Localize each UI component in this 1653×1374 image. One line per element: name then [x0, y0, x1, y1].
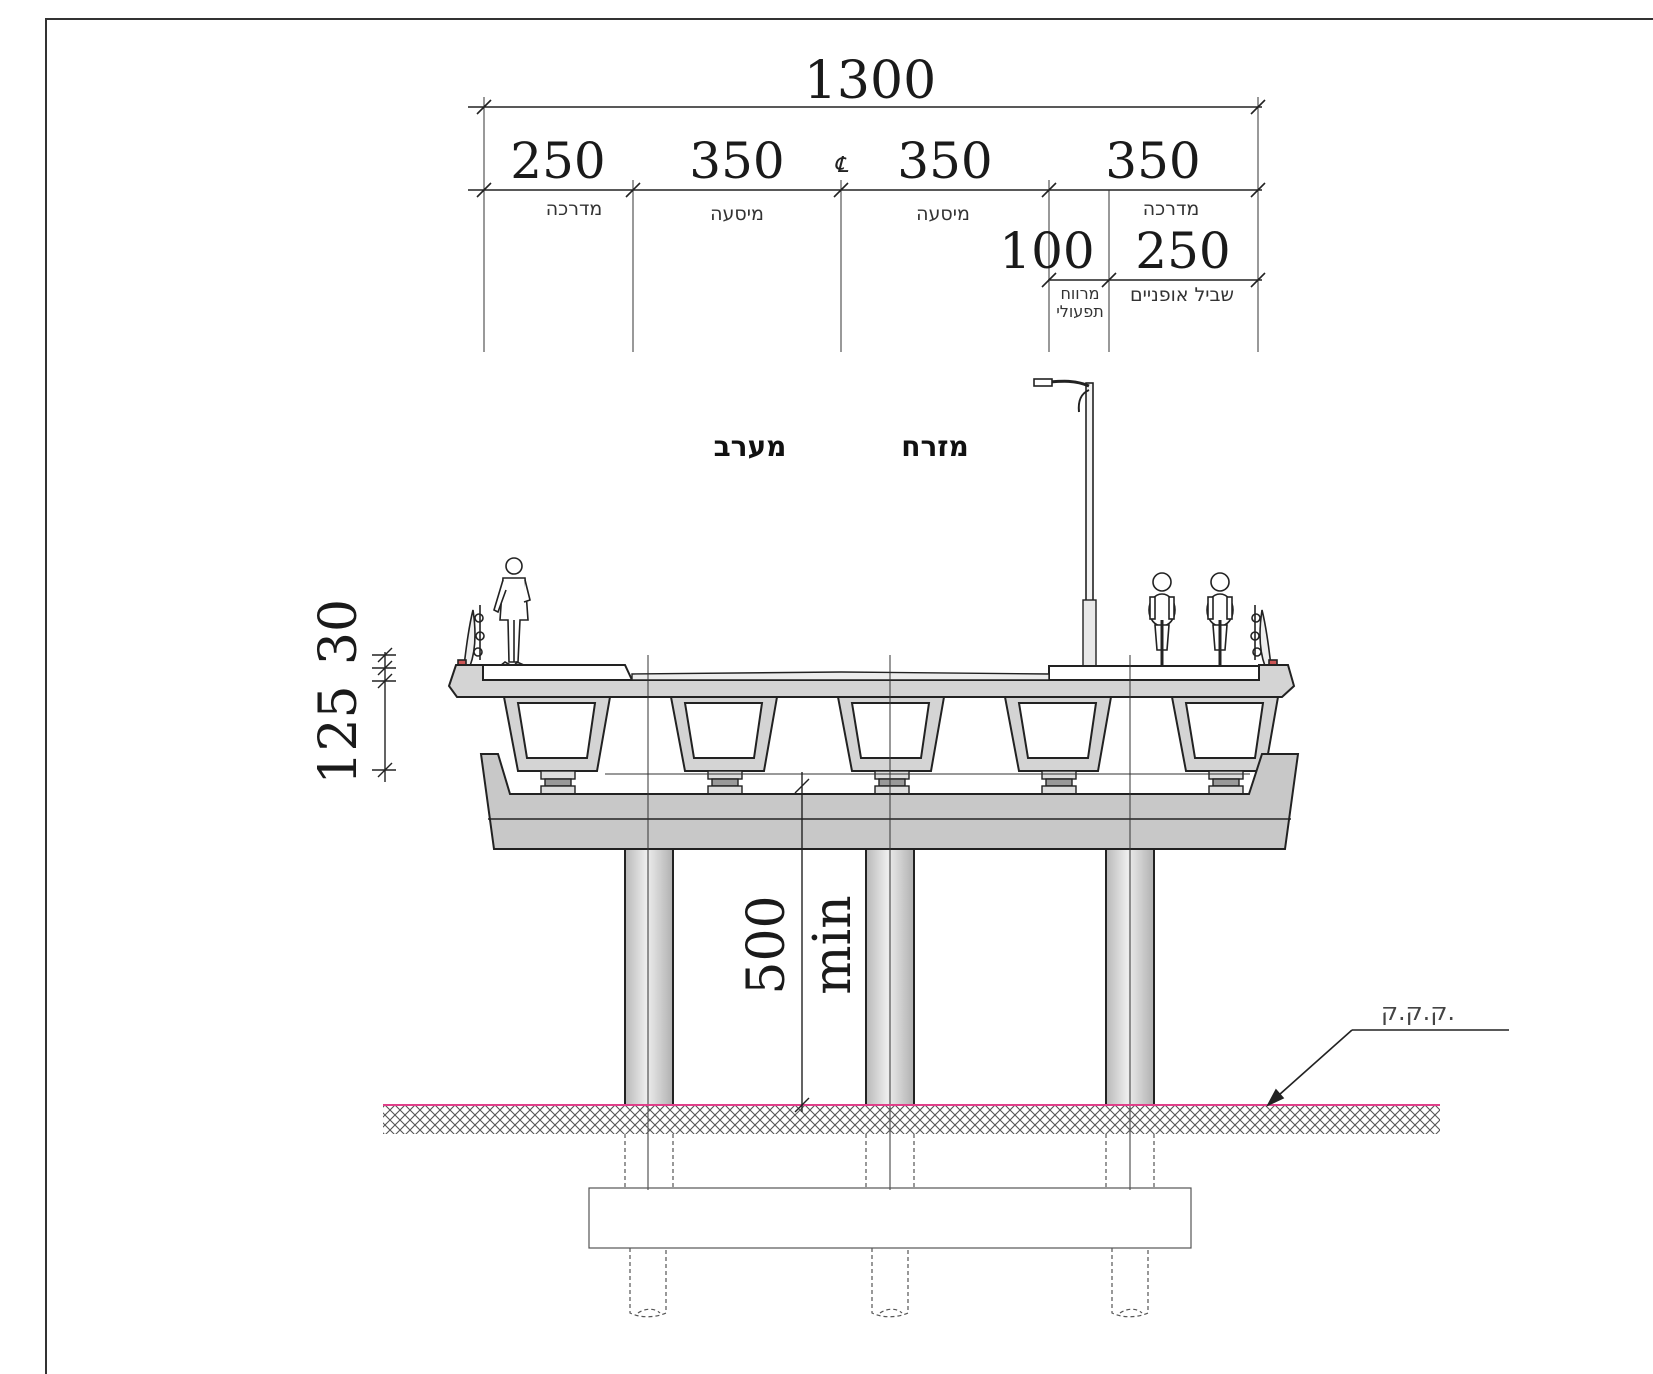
label-lane-2: מיסעה	[916, 203, 970, 225]
ground-level-label: ק.ק.ק.	[1381, 998, 1455, 1026]
drawing-frame	[45, 18, 1653, 1374]
slab-thickness-dimension: 30	[309, 599, 369, 665]
ground-level-leader	[1266, 1029, 1509, 1107]
centerline-symbol: ℄	[834, 153, 849, 178]
clearance-dimension-value: 500	[737, 895, 797, 994]
label-sidewalk-right: מדרכה	[1143, 198, 1199, 220]
clearance-dimension-line	[794, 772, 810, 1113]
road-surface	[631, 671, 1050, 681]
label-separation-line2: תפעולי	[1056, 302, 1104, 321]
box-girders	[502, 696, 1280, 772]
railing-left	[457, 605, 485, 667]
foundation	[588, 1134, 1192, 1318]
label-lane-1: מיסעה	[710, 203, 764, 225]
clearance-dimension-unit: min	[803, 895, 863, 994]
axis-lines	[647, 655, 1131, 1190]
left-sidewalk-curb	[482, 664, 634, 681]
label-bike-path: שביל אופניים	[1130, 284, 1234, 306]
pedestrian-figure	[493, 557, 531, 667]
sub-dimension-bike-path: 250	[1135, 222, 1230, 280]
direction-east: מזרח	[901, 430, 969, 463]
ground-hatch	[383, 1106, 1440, 1134]
deck-depth-dimension: 125	[309, 685, 369, 784]
right-sidewalk-curb	[1048, 665, 1260, 681]
label-separation-line1: מרווח	[1060, 284, 1099, 303]
segment-dimension-2: 350	[689, 132, 784, 190]
sub-dimension-separation: 100	[999, 222, 1094, 280]
dimension-chain	[468, 97, 1266, 352]
street-light-pole	[1033, 378, 1097, 669]
deck-depth-dimension-line	[372, 647, 396, 782]
total-width-dimension: 1300	[804, 51, 936, 111]
cyclist-figure-2	[1206, 572, 1234, 668]
cyclist-figure-1	[1148, 572, 1176, 668]
direction-west: מערב	[714, 430, 787, 463]
label-sidewalk-left: מדרכה	[546, 198, 602, 220]
bearings	[540, 770, 1244, 795]
segment-dimension-4: 350	[1105, 132, 1200, 190]
railing-right	[1250, 605, 1278, 667]
segment-dimension-1: 250	[510, 132, 605, 190]
segment-dimension-3: 350	[897, 132, 992, 190]
